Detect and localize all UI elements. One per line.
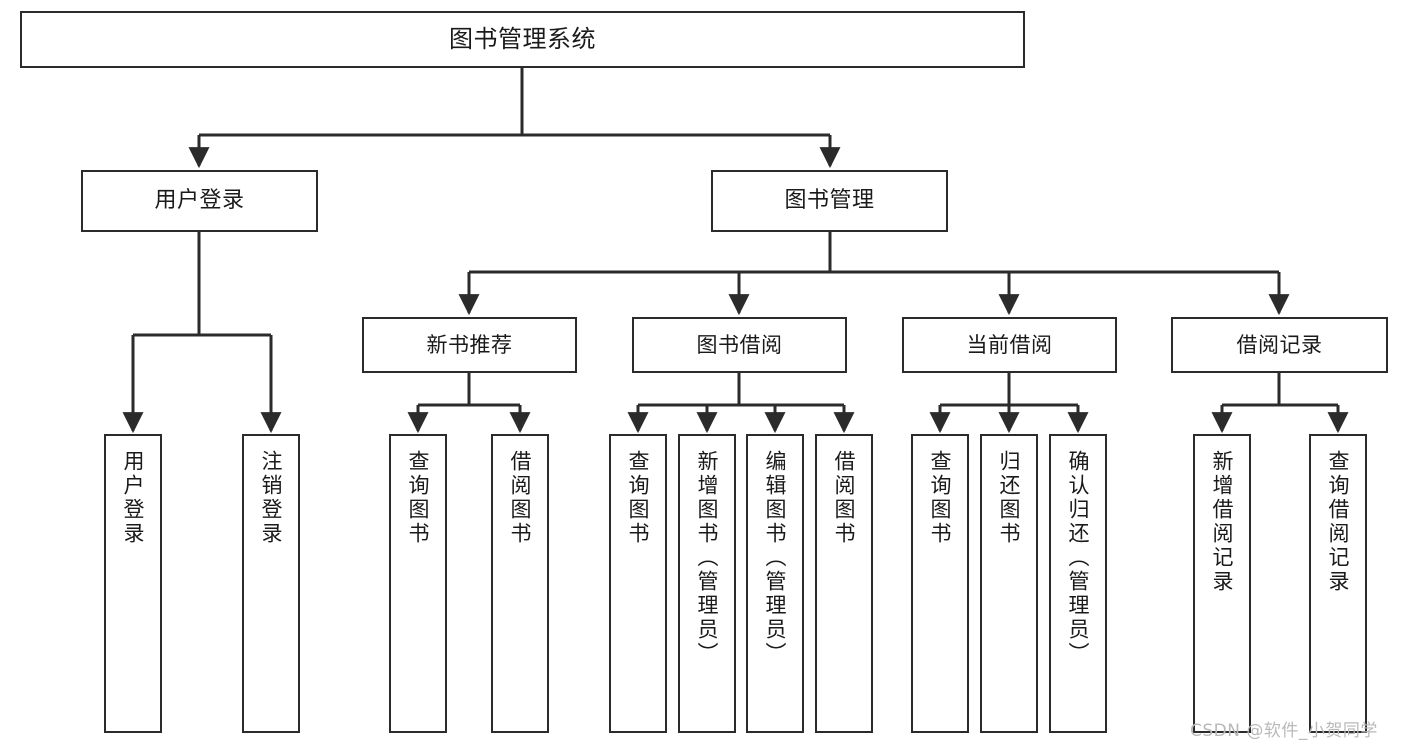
node-label: 借阅图书	[508, 450, 533, 546]
leaf-query-book-borrow[interactable]: 查询图书	[609, 434, 667, 733]
node-book-borrowing[interactable]: 图书借阅	[632, 317, 847, 373]
node-label: 查询借阅记录	[1326, 450, 1351, 594]
leaf-logout[interactable]: 注销登录	[242, 434, 300, 733]
leaf-borrow-book[interactable]: 借阅图书	[815, 434, 873, 733]
node-borrowing-record[interactable]: 借阅记录	[1171, 317, 1388, 373]
node-user-login[interactable]: 用户登录	[81, 170, 318, 232]
node-label: 新书推荐	[426, 332, 513, 357]
node-label: 新增图书（管理员）	[695, 450, 720, 666]
leaf-edit-book-admin[interactable]: 编辑图书（管理员）	[746, 434, 804, 733]
node-label: 查询图书	[626, 450, 651, 546]
node-label: 查询图书	[928, 450, 953, 546]
leaf-return-book[interactable]: 归还图书	[980, 434, 1038, 733]
node-root-book-management-system[interactable]: 图书管理系统	[20, 11, 1025, 68]
node-label: 查询图书	[406, 450, 431, 546]
node-label: 图书管理系统	[449, 25, 596, 54]
node-label: 用户登录	[154, 188, 245, 214]
node-new-book-recommendation[interactable]: 新书推荐	[362, 317, 577, 373]
node-label: 当前借阅	[966, 332, 1053, 357]
node-label: 编辑图书（管理员）	[763, 450, 788, 666]
node-label: 归还图书	[997, 450, 1022, 546]
node-label: 确认归还（管理员）	[1066, 450, 1091, 666]
node-label: 图书借阅	[696, 332, 783, 357]
leaf-confirm-return-admin[interactable]: 确认归还（管理员）	[1049, 434, 1107, 733]
node-book-management[interactable]: 图书管理	[711, 170, 948, 232]
node-label: 注销登录	[259, 450, 284, 546]
leaf-add-book-admin[interactable]: 新增图书（管理员）	[678, 434, 736, 733]
node-label: 图书管理	[784, 188, 875, 214]
node-current-borrowing[interactable]: 当前借阅	[902, 317, 1117, 373]
node-label: 用户登录	[121, 450, 146, 546]
node-label: 借阅图书	[832, 450, 857, 546]
node-label: 借阅记录	[1236, 332, 1323, 357]
leaf-query-borrow-record[interactable]: 查询借阅记录	[1309, 434, 1367, 733]
leaf-add-borrow-record[interactable]: 新增借阅记录	[1193, 434, 1251, 733]
node-label: 新增借阅记录	[1210, 450, 1235, 594]
leaf-query-book-newbook[interactable]: 查询图书	[389, 434, 447, 733]
leaf-query-book-current[interactable]: 查询图书	[911, 434, 969, 733]
watermark: CSDN @软件_小贺同学	[1190, 721, 1378, 741]
leaf-user-login[interactable]: 用户登录	[104, 434, 162, 733]
leaf-borrow-book-newbook[interactable]: 借阅图书	[491, 434, 549, 733]
